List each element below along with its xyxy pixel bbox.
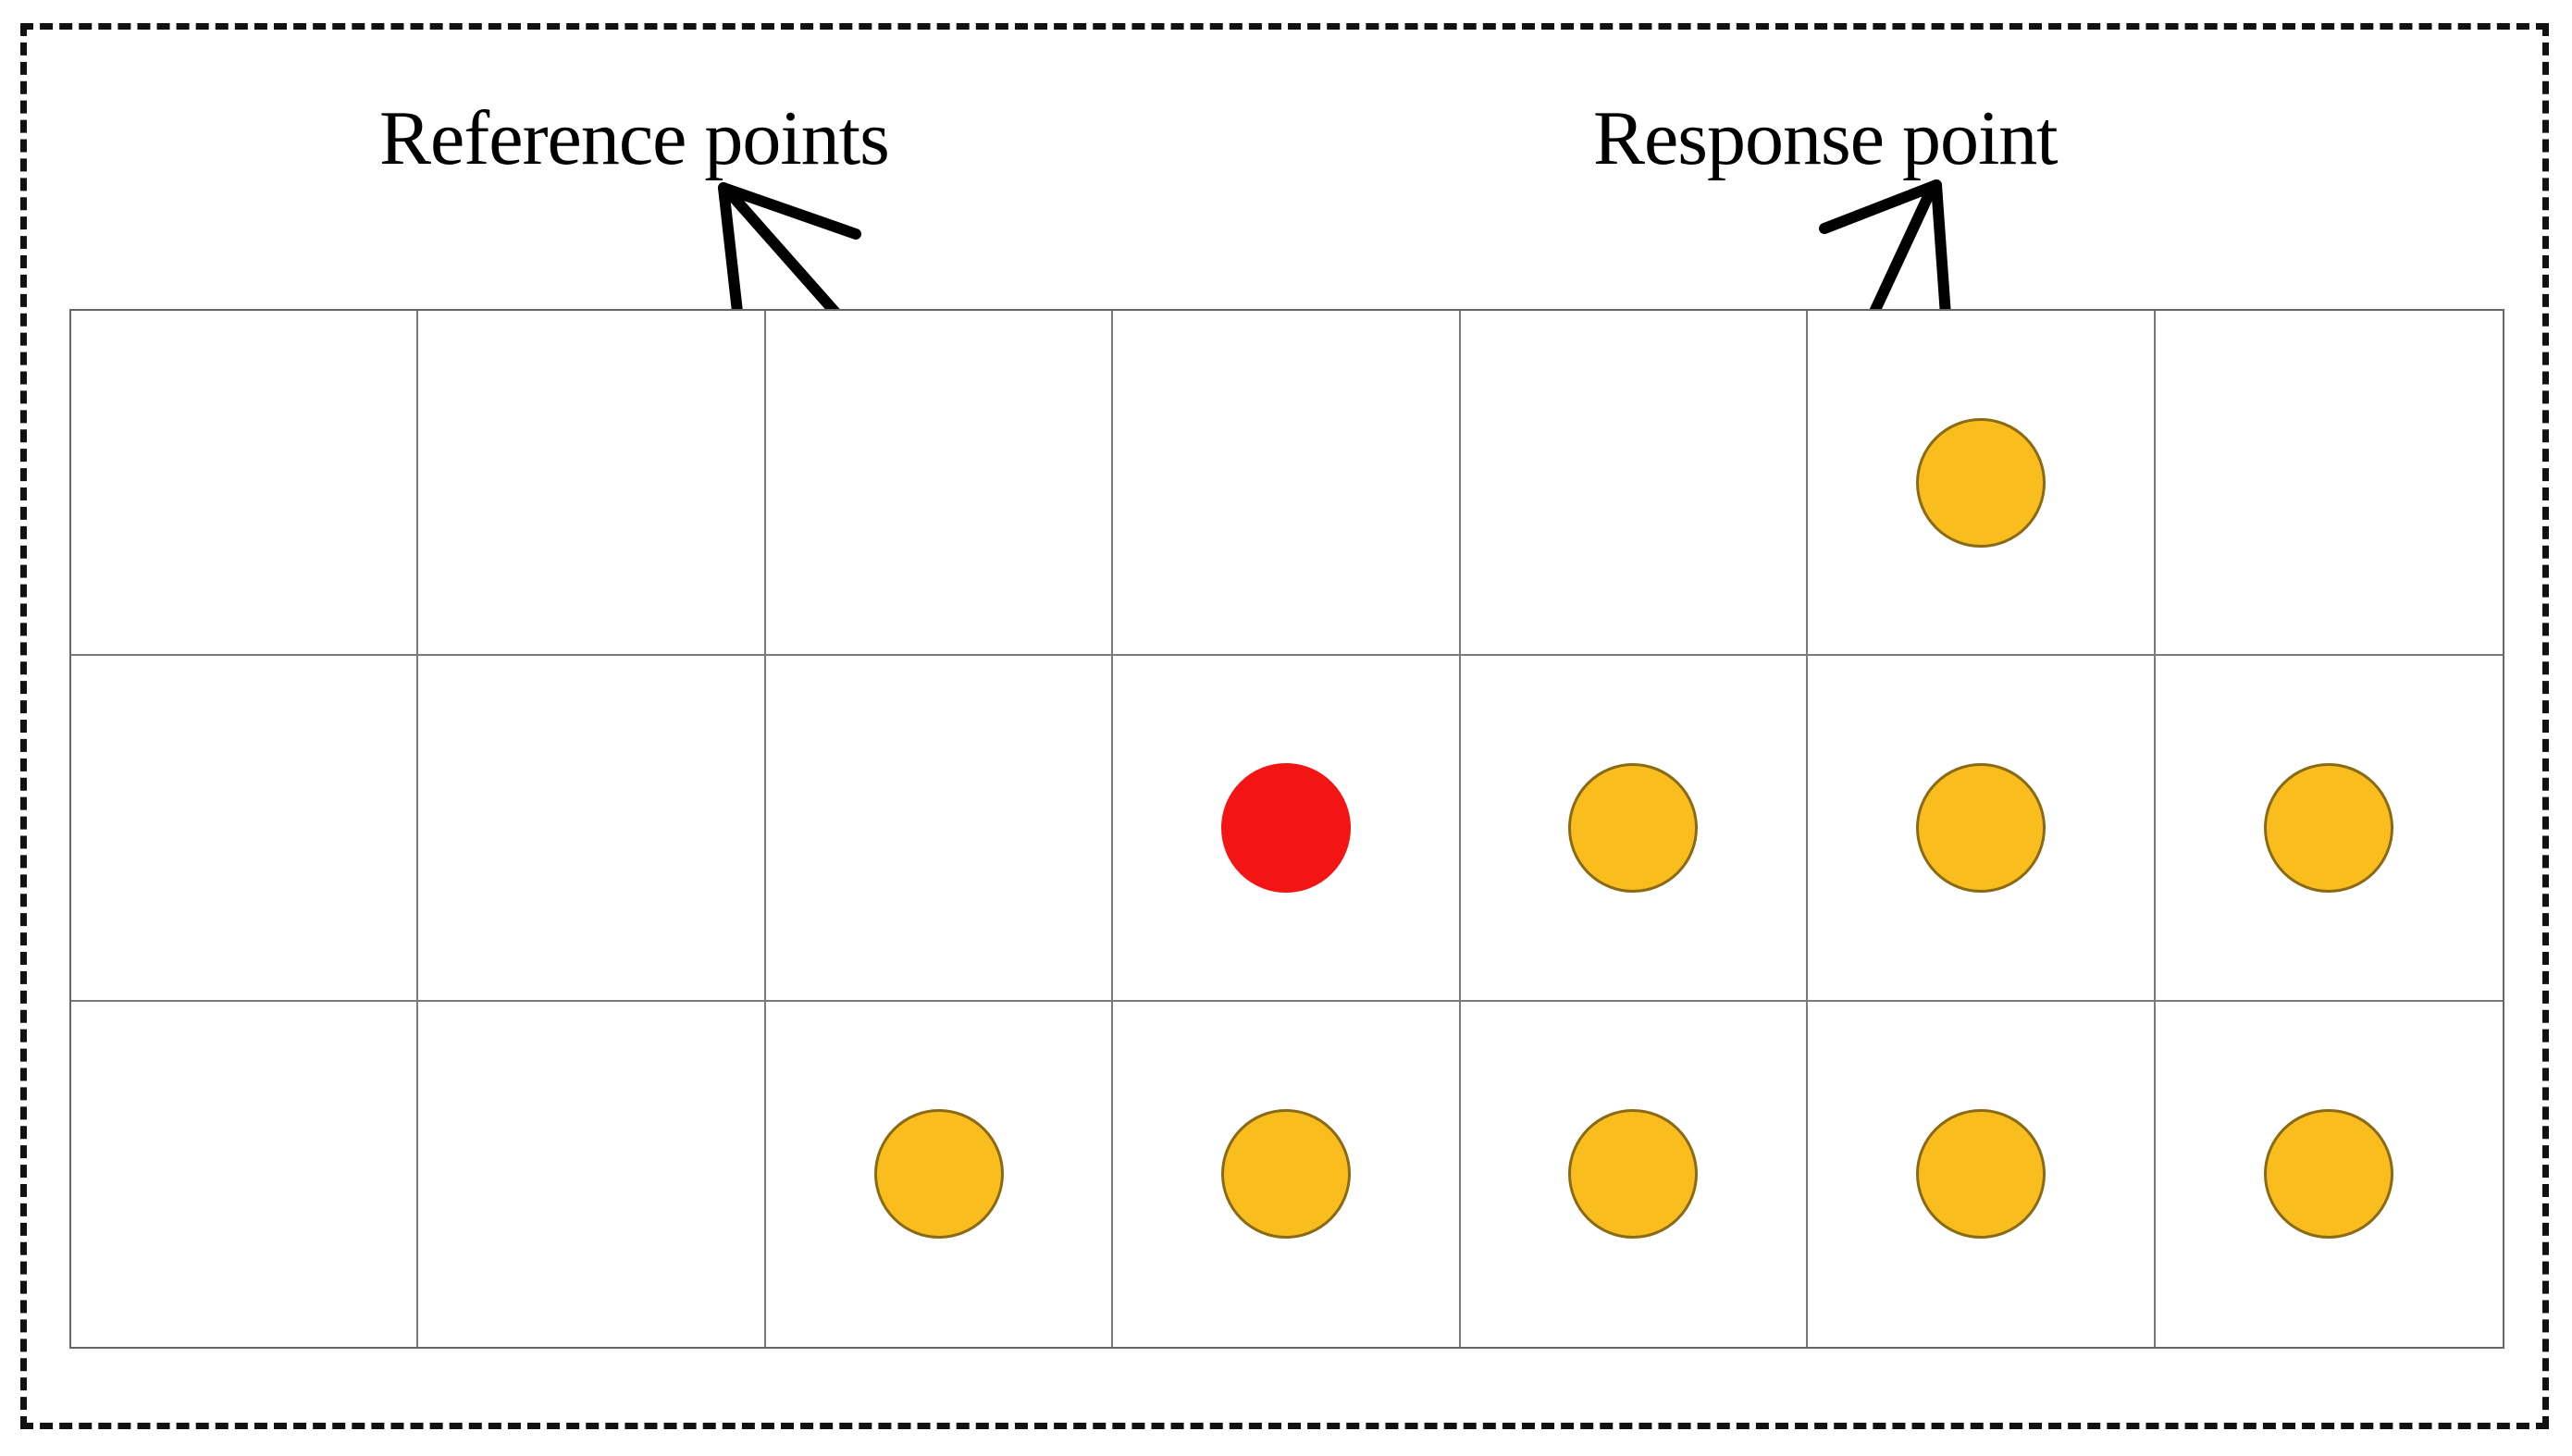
grid-cell-r3-c2[interactable] xyxy=(418,1001,766,1347)
grid-cell-r1-c5[interactable] xyxy=(1460,311,1809,657)
yellow-response-point[interactable] xyxy=(2264,1109,2394,1240)
grid-cell-r1-c4[interactable] xyxy=(1113,311,1461,657)
grid-cell-r2-c2[interactable] xyxy=(418,656,766,1002)
grid-cell-r2-c4[interactable] xyxy=(1113,656,1461,1002)
grid-cell-r1-c1[interactable] xyxy=(71,311,419,657)
dashed-outer-frame xyxy=(20,23,2549,1429)
yellow-response-point[interactable] xyxy=(1220,1109,1351,1240)
grid-cell-r3-c6[interactable] xyxy=(1808,1001,2156,1347)
reference-points-label: Reference points xyxy=(379,95,890,181)
grid-cell-r3-c4[interactable] xyxy=(1113,1001,1461,1347)
grid-cell-r1-c3[interactable] xyxy=(765,311,1114,657)
grid-cell-r3-c7[interactable] xyxy=(2156,1002,2503,1347)
yellow-response-point[interactable] xyxy=(1568,1109,1699,1240)
grid-cell-r1-c6[interactable] xyxy=(1808,311,2156,657)
yellow-response-point[interactable] xyxy=(873,1109,1004,1240)
grid-cell-r2-c5[interactable] xyxy=(1460,656,1809,1002)
grid-cell-r3-c5[interactable] xyxy=(1461,1001,1809,1347)
grid-cell-r1-c7[interactable] xyxy=(2155,311,2503,657)
grid-cell-r1-c2[interactable] xyxy=(418,311,766,657)
grid-cell-r2-c3[interactable] xyxy=(765,656,1114,1002)
yellow-response-point[interactable] xyxy=(1915,1109,2046,1240)
yellow-response-point[interactable] xyxy=(2264,762,2394,893)
grid-cell-r2-c7[interactable] xyxy=(2155,656,2503,1002)
yellow-response-point[interactable] xyxy=(1568,762,1699,893)
point-grid xyxy=(69,309,2504,1349)
yellow-response-point[interactable] xyxy=(1915,417,2046,548)
grid-cell-r2-c6[interactable] xyxy=(1808,656,2156,1002)
grid-cell-r3-c1[interactable] xyxy=(71,1001,419,1347)
response-point-label: Response point xyxy=(1593,95,2059,181)
red-reference-point[interactable] xyxy=(1220,762,1351,893)
grid-cell-r3-c3[interactable] xyxy=(766,1001,1114,1347)
yellow-response-point[interactable] xyxy=(1915,762,2046,893)
grid-cell-r2-c1[interactable] xyxy=(71,656,419,1002)
